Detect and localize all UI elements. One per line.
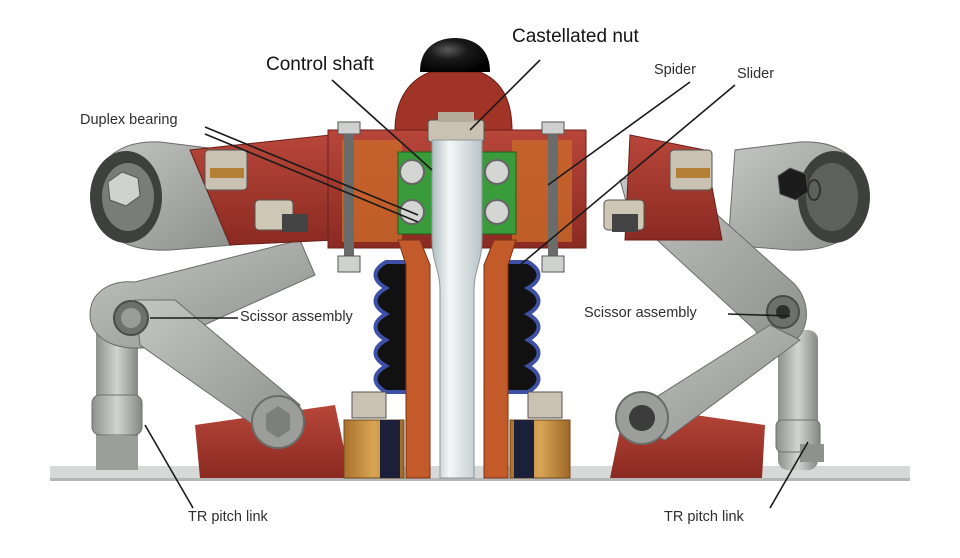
label-slider: Slider <box>737 66 775 82</box>
leader-duplex-bearing <box>204 126 419 216</box>
scissor-assembly-left <box>89 239 316 449</box>
bellows-left <box>373 260 412 394</box>
label-tr-pitch-link-left: TR pitch link <box>188 509 268 525</box>
leader-scissor-right <box>727 313 791 317</box>
leader-lines <box>144 59 809 509</box>
slider <box>397 239 517 479</box>
control-shaft <box>431 139 483 479</box>
leader-pitch-link-left <box>144 424 194 509</box>
spider-arm-right <box>603 134 723 241</box>
leader-castellated-nut <box>469 59 541 131</box>
bellows-right <box>498 260 541 394</box>
lower-bearing-blocks <box>343 391 571 479</box>
label-scissor-assembly-right: Scissor assembly <box>584 305 697 321</box>
leader-spider <box>547 81 691 186</box>
label-duplex-bearing: Duplex bearing <box>80 112 178 128</box>
spider-arm-left <box>189 134 336 246</box>
label-scissor-assembly-left: Scissor assembly <box>240 309 353 325</box>
label-castellated-nut: Castellated nut <box>512 26 639 47</box>
leader-pitch-link-right <box>769 441 809 509</box>
hub-bolts <box>337 121 565 273</box>
label-control-shaft: Control shaft <box>266 54 374 75</box>
label-tr-pitch-link-right: TR pitch link <box>664 509 744 525</box>
leader-slider <box>519 84 736 266</box>
leader-duplex-bearing-2 <box>204 133 419 223</box>
leader-control-shaft <box>331 79 433 171</box>
pitch-horn-right <box>727 141 870 251</box>
label-spider: Spider <box>654 62 696 78</box>
pitch-link-left <box>91 320 143 470</box>
pitch-link-right <box>775 330 824 470</box>
duplex-bearing <box>397 151 517 235</box>
